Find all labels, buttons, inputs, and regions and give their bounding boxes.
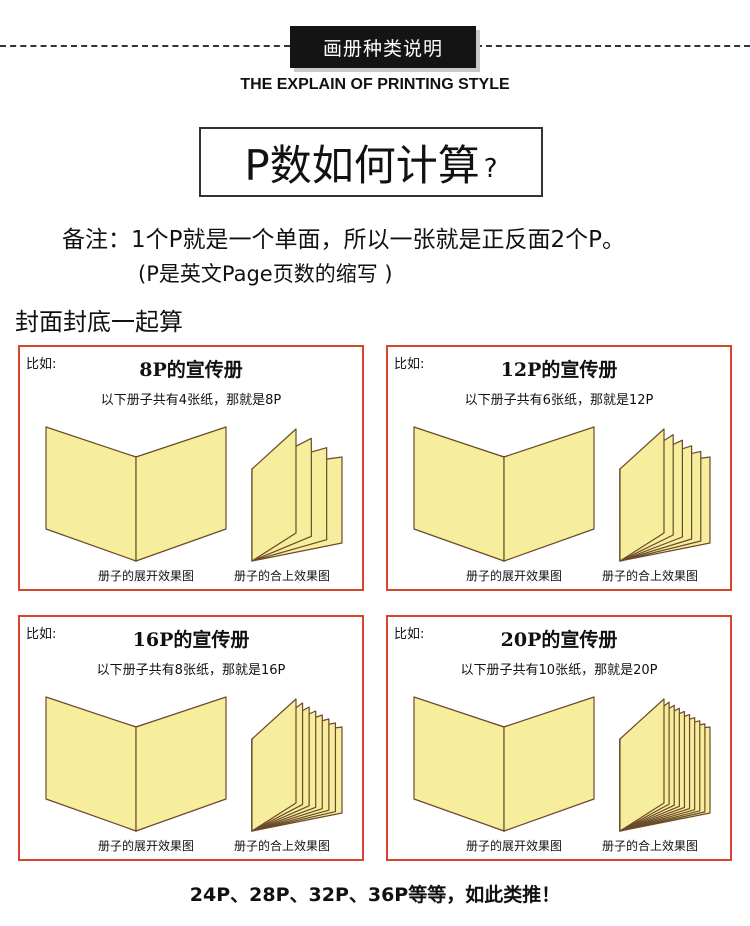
open-page-right [135, 696, 227, 832]
open-caption: 册子的展开效果图 [98, 839, 195, 853]
booklet-illustration [413, 426, 711, 562]
section-badge: 画册种类说明 [290, 26, 476, 68]
booklet-illustration [413, 696, 711, 832]
open-page-left [413, 696, 505, 832]
question-text: P数如何计算 [244, 140, 480, 190]
open-page-right [503, 696, 595, 832]
note-line-2: (P是英文Page页数的缩写 ) [138, 262, 393, 286]
example-label: 比如: [394, 627, 425, 642]
example-label: 比如: [394, 357, 425, 372]
card-title: 20P的宣传册 [500, 629, 618, 651]
example-label: 比如: [26, 357, 57, 372]
example-label: 比如: [26, 627, 57, 642]
card-description: 以下册子共有4张纸，那就是8P [100, 393, 282, 408]
footer-note: 24P、28P、32P、36P等等，如此类推！ [189, 884, 561, 906]
section-subtitle: THE EXPLAIN OF PRINTING STYLE [240, 76, 510, 93]
closed-caption: 册子的合上效果图 [234, 839, 331, 853]
card-title: 12P的宣传册 [500, 359, 618, 381]
note-line-1: 备注：1个P就是一个单面，所以一张就是正反面2个P。 [62, 227, 626, 253]
question-mark: ? [483, 154, 498, 184]
open-page-right [135, 426, 227, 562]
open-page-right [503, 426, 595, 562]
booklet-illustration [45, 426, 343, 562]
card-title: 8P的宣传册 [139, 359, 243, 381]
closed-page [251, 428, 297, 562]
example-card-16p: 比如: 16P的宣传册 以下册子共有8张纸，那就是16P 册子的展开效果图 册子… [18, 615, 364, 861]
cover-note: 封面封底一起算 [15, 308, 183, 336]
card-description: 以下册子共有6张纸，那就是12P [464, 393, 654, 408]
card-description: 以下册子共有8张纸，那就是16P [96, 663, 286, 678]
header-dashed-line-right [476, 45, 750, 47]
card-title: 16P的宣传册 [132, 629, 250, 651]
example-card-20p: 比如: 20P的宣传册 以下册子共有10张纸，那就是20P 册子的展开效果图 册… [386, 615, 732, 861]
closed-caption: 册子的合上效果图 [234, 569, 331, 583]
example-card-8p: 比如: 8P的宣传册 以下册子共有4张纸，那就是8P 册子的展开效果图 册子的合… [18, 345, 364, 591]
closed-caption: 册子的合上效果图 [602, 839, 699, 853]
closed-page [619, 428, 665, 562]
closed-caption: 册子的合上效果图 [602, 569, 699, 583]
question-box: P数如何计算? [199, 127, 543, 197]
open-page-left [45, 696, 137, 832]
open-caption: 册子的展开效果图 [466, 569, 563, 583]
open-page-left [45, 426, 137, 562]
open-page-left [413, 426, 505, 562]
open-caption: 册子的展开效果图 [466, 839, 563, 853]
example-card-12p: 比如: 12P的宣传册 以下册子共有6张纸，那就是12P 册子的展开效果图 册子… [386, 345, 732, 591]
closed-page [619, 698, 665, 832]
booklet-illustration [45, 696, 343, 832]
open-caption: 册子的展开效果图 [98, 569, 195, 583]
card-description: 以下册子共有10张纸，那就是20P [460, 663, 658, 678]
header-dashed-line-left [0, 45, 290, 47]
closed-page [251, 698, 297, 832]
